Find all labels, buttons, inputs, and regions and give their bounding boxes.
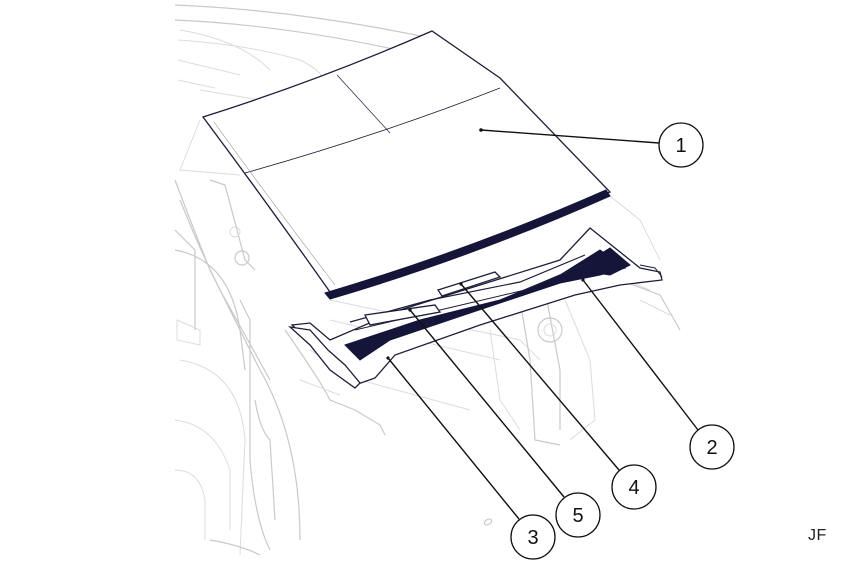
callout-3: 3 xyxy=(510,514,556,560)
callout-1-number: 1 xyxy=(675,135,686,157)
leader-1 xyxy=(480,129,660,144)
leader-lines xyxy=(386,128,699,520)
callout-5: 5 xyxy=(555,492,601,538)
callout-4-number: 4 xyxy=(628,477,639,499)
leader-3 xyxy=(387,357,520,520)
corner-mark: JF xyxy=(808,527,827,544)
callout-5-number: 5 xyxy=(572,505,583,527)
callout-2-number: 2 xyxy=(706,437,717,459)
cowl-panel-assembly xyxy=(287,227,663,389)
windshield-part-1 xyxy=(201,30,612,300)
leader-4 xyxy=(460,283,620,471)
callout-4: 4 xyxy=(611,464,657,510)
callout-3-number: 3 xyxy=(527,527,538,549)
callout-1: 1 xyxy=(658,122,704,168)
leader-5 xyxy=(409,309,565,498)
callout-2: 2 xyxy=(689,424,735,470)
leader-2 xyxy=(582,279,699,431)
vehicle-body-ghost xyxy=(174,4,681,556)
